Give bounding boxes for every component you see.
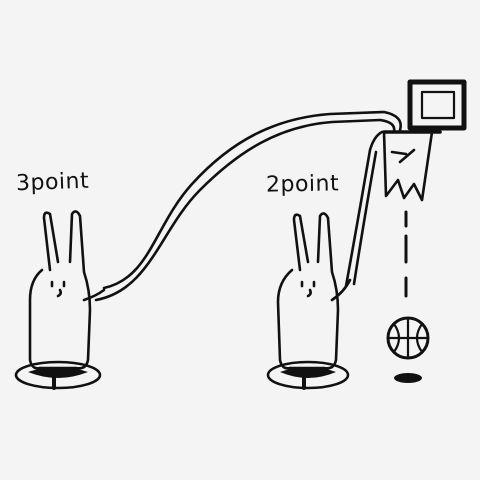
arm-2point [344,130,384,288]
label-2point: 2point [265,171,340,198]
rabbit-2point [266,212,352,390]
net [382,130,434,202]
shadow-fill-3point [28,367,88,378]
rabbit-face-3point [50,280,66,298]
ball-shadow [394,373,422,383]
rabbit-face-2point [300,280,316,298]
ball-drop [386,210,430,383]
label-3point: 3point [15,168,90,197]
long-arm-3point [94,110,402,302]
backboard [407,79,467,131]
rabbit-body-2point [276,212,340,370]
rabbit-body-3point [28,210,92,370]
rabbit-3point [14,210,106,390]
shadow-fill-2point [280,367,336,378]
shadow-2point [266,360,350,390]
shadow-3point [14,360,102,390]
hoop [382,79,467,202]
